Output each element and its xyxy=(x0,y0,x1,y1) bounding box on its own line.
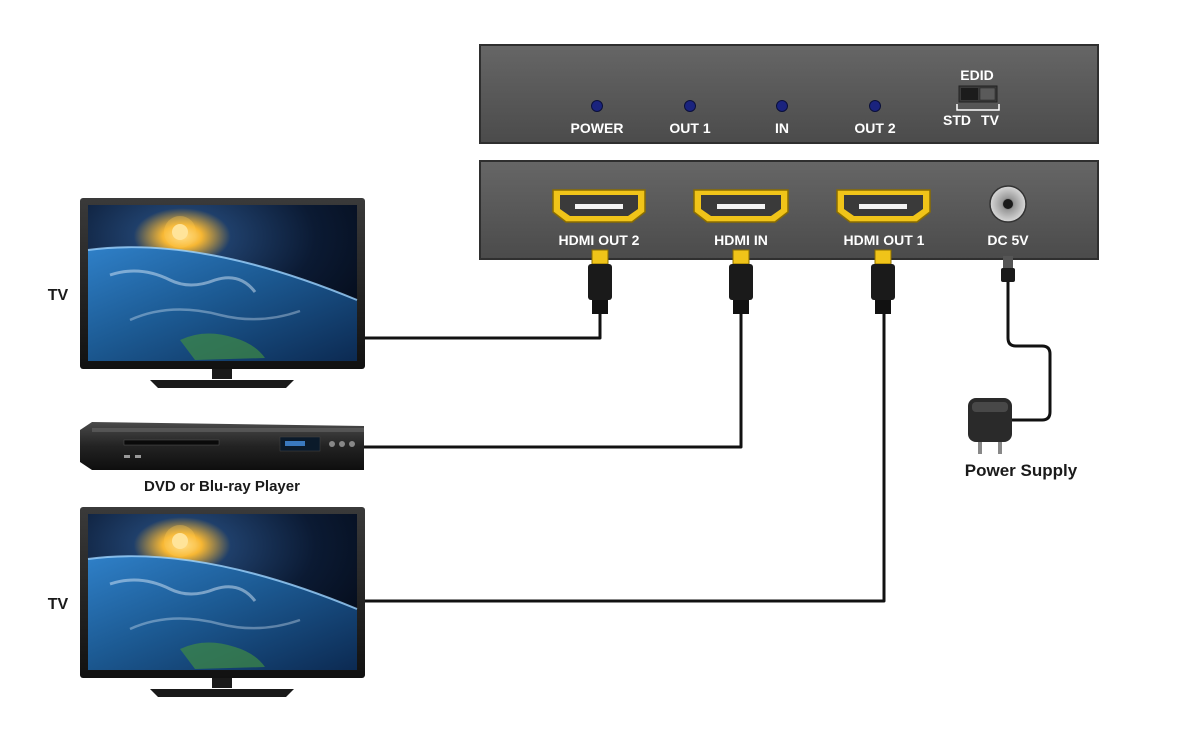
out2-led-icon xyxy=(869,100,881,112)
out1-led-icon xyxy=(684,100,696,112)
tv-top xyxy=(80,198,365,388)
led-label-in: IN xyxy=(775,120,789,136)
cable-player xyxy=(364,314,743,449)
hdmi-plug-out1-icon xyxy=(871,249,895,314)
tv-bottom-screen xyxy=(87,514,358,670)
rear-panel: HDMI OUT 2 HDMI IN HDMI OUT 1 DC 5V xyxy=(479,160,1099,260)
dc-plug-icon xyxy=(1001,256,1015,282)
cable-tv-top xyxy=(364,314,602,340)
power-supply-label: Power Supply xyxy=(965,461,1078,480)
power-adapter-icon xyxy=(968,398,1012,454)
led-label-out2: OUT 2 xyxy=(854,120,895,136)
port-label-hdmi-out2: HDMI OUT 2 xyxy=(559,232,640,248)
cable-tv-bottom xyxy=(364,314,886,603)
player-label: DVD or Blu-ray Player xyxy=(144,478,300,495)
hdmi-plug-in-icon xyxy=(729,249,753,314)
front-panel: POWER OUT 1 IN OUT 2 EDID STD TV xyxy=(479,44,1099,144)
edid-title: EDID xyxy=(960,67,993,83)
tv-bottom-label: TV xyxy=(48,596,69,613)
port-label-hdmi-in: HDMI IN xyxy=(714,232,768,248)
dc-jack-icon[interactable] xyxy=(989,185,1027,223)
dvd-player xyxy=(80,422,364,470)
port-label-dc: DC 5V xyxy=(987,232,1029,248)
hdmi-out2-port-icon[interactable] xyxy=(552,189,646,223)
power-led-icon xyxy=(591,100,603,112)
edid-switch[interactable] xyxy=(956,85,1000,111)
tv-top-label: TV xyxy=(48,287,69,304)
in-led-icon xyxy=(776,100,788,112)
cable-power xyxy=(1006,282,1052,422)
edid-tv-label: TV xyxy=(981,112,1000,128)
port-label-hdmi-out1: HDMI OUT 1 xyxy=(844,232,925,248)
led-label-power: POWER xyxy=(571,120,624,136)
edid-std-label: STD xyxy=(943,112,971,128)
cables xyxy=(364,282,1052,603)
led-label-out1: OUT 1 xyxy=(669,120,710,136)
tv-bottom xyxy=(80,507,365,697)
tv-top-screen xyxy=(87,205,358,361)
hdmi-in-port-icon[interactable] xyxy=(693,189,789,223)
hdmi-out1-port-icon[interactable] xyxy=(836,189,931,223)
hdmi-plug-out2-icon xyxy=(588,249,612,314)
